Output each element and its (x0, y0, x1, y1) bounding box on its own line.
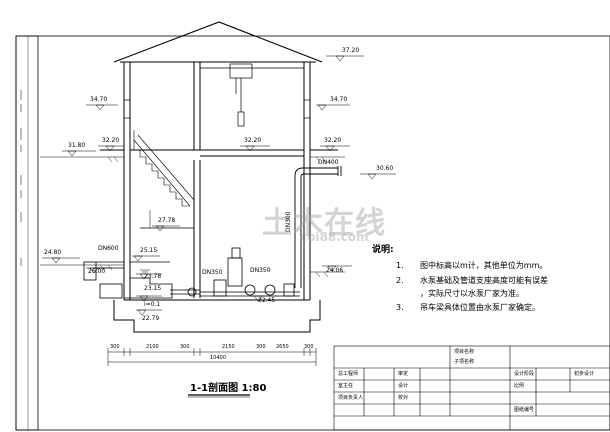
tb-drawing-no: 图纸编号 (514, 407, 535, 413)
elev-center-floor: 32.20 (244, 137, 262, 144)
pipe-pump-in-label: DN350 (202, 269, 223, 276)
note-2-text: 水泵基础及管道支座高度可能有误差 (420, 276, 548, 285)
pipe-pump-out-label: DN350 (250, 267, 271, 274)
elev-left-outer-high: 34.70 (90, 96, 108, 103)
dim-seg-7: 300 (304, 344, 314, 350)
note-3-num: 3. (396, 303, 404, 312)
tb-proofread: 校对 (398, 395, 409, 401)
elev-stair-bottom: 27.78 (158, 217, 176, 224)
watermark-sub: coi88.com (300, 230, 369, 244)
elev-right-outer-high: 34.70 (330, 96, 348, 103)
interior-wall (193, 62, 201, 298)
note-2b-text: ，实际尺寸以水泵厂家为准。 (420, 289, 524, 298)
pump-group (170, 247, 300, 297)
note-1-num: 1. (396, 261, 404, 270)
elev-left-water: 26.00 (88, 268, 106, 275)
tb-dept-head: 室主任 (338, 383, 354, 389)
elev-pump-floor: 22.45 (258, 297, 276, 304)
elev-right-floor: 32.20 (324, 137, 342, 144)
elev-right-pipe-level: 30.60 (376, 165, 394, 172)
intake-channel (83, 261, 173, 299)
base-slab (113, 299, 321, 333)
dim-seg-2: 2100 (146, 344, 159, 350)
tb-scale: 比例 (514, 383, 525, 389)
elev-inner-step: 25.15 (140, 247, 158, 254)
dim-seg-5: 300 (256, 344, 266, 350)
tb-project-manager: 项目负责人 (338, 395, 364, 401)
wall-openings (124, 99, 310, 119)
notes-heading: 说明: (372, 245, 394, 255)
elev-base: 22.79 (142, 315, 160, 322)
upper-walls (123, 62, 311, 158)
dim-seg-6: 2650 (276, 344, 289, 350)
dim-seg-3: 300 (180, 344, 190, 350)
note-2-num: 2. (396, 276, 404, 285)
section-title: 1-1剖面图 1:80 (190, 383, 267, 394)
note-1-text: 图中标高以m计，其他单位为mm。 (420, 261, 548, 270)
note-3-text: 吊车梁具体位置由水泵厂家确定。 (420, 303, 540, 312)
elev-right-outer-low: 24.06 (326, 267, 344, 274)
elevation-markers (42, 55, 396, 316)
ground-lines (40, 156, 345, 273)
tb-designer: 设计 (398, 383, 409, 389)
dim-seg-4: 2150 (222, 344, 235, 350)
stair (133, 130, 195, 207)
pipe-intake-label: DN600 (98, 245, 119, 252)
elev-left-floor: 32.20 (102, 137, 120, 144)
riser-pipe (294, 166, 342, 288)
tb-review: 审定 (398, 371, 409, 377)
watermark-main: 土木在线 (262, 206, 386, 241)
tb-design-phase-label: 设计阶段 (514, 371, 535, 377)
tb-project-name: 项目名称 (454, 349, 475, 355)
left-binding-strip (15, 35, 39, 431)
elev-left-outer-low: 24.80 (44, 249, 62, 256)
pipe-outlet-label: DN400 (318, 159, 339, 166)
slope-note: i=0.1 (144, 301, 161, 308)
dim-total: 10400 (210, 355, 226, 361)
crane-hoist (200, 63, 304, 127)
tb-chief-engineer: 总工程师 (338, 371, 359, 377)
tb-sub-project: 子项名称 (454, 359, 475, 365)
tb-design-phase-value: 初步设计 (574, 371, 595, 377)
dim-seg-1: 300 (110, 344, 120, 350)
elev-left-ground: 31.80 (68, 142, 86, 149)
elev-sump-bottom: 23.15 (144, 285, 162, 292)
dimension-line (107, 348, 317, 366)
elev-roof-top: 37.20 (342, 47, 360, 54)
title-block-grid (333, 345, 610, 431)
floor-slab (100, 149, 338, 157)
elev-sump-top: 23.78 (144, 273, 162, 280)
water-marks (140, 269, 150, 273)
roof-outline (113, 21, 323, 63)
lower-walls (123, 158, 311, 300)
earth-hatch (99, 156, 329, 278)
pipe-riser-label: DN300 (285, 211, 292, 232)
